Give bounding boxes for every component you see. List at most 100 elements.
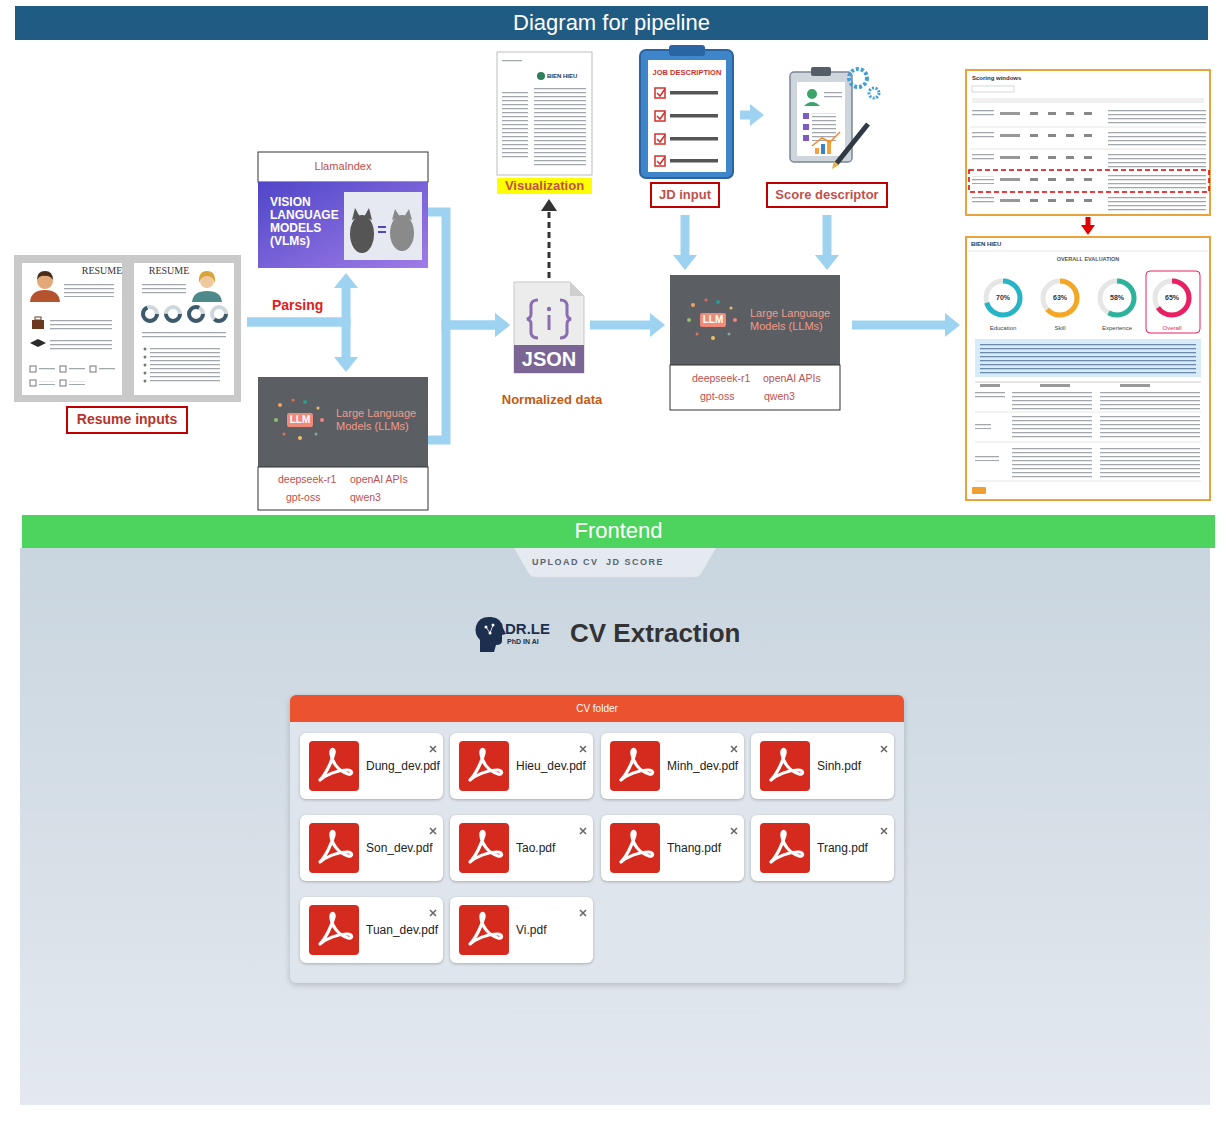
clipboard-illustration [648, 60, 726, 172]
node-text: Tao.pdf [516, 841, 590, 855]
node-text: qwen3 [350, 491, 400, 504]
scoring-window-screenshot [1066, 134, 1074, 137]
node-text: Sinh.pdf [817, 759, 891, 773]
close-mark [580, 828, 586, 834]
resume-illustration [166, 307, 180, 321]
pdf-icon [760, 741, 810, 791]
resume-illustration [64, 283, 114, 297]
file-tile: Hieu_dev.pdf [450, 733, 593, 799]
node-text: deepseek-r1 [278, 473, 344, 486]
vlm-illustration [390, 215, 414, 251]
clipboard-illustration [670, 159, 718, 163]
scoring-window-screenshot [972, 132, 994, 140]
file-tile: Trang.pdf [751, 815, 894, 881]
score-illustration [812, 113, 836, 141]
clipboard-illustration [655, 111, 665, 121]
evaluation-screenshot [1100, 446, 1200, 478]
file-tile: Dung_dev.pdf [300, 733, 443, 799]
connector [673, 215, 697, 270]
scoring-window-screenshot [1000, 199, 1020, 202]
node-text: gpt-oss [700, 390, 750, 403]
particles [730, 307, 733, 310]
scoring-window-screenshot [972, 176, 994, 184]
scoring-window-screenshot [1030, 199, 1038, 202]
file-tile: Sinh.pdf [751, 733, 894, 799]
clipboard-illustration [657, 157, 665, 164]
scoring-window-screenshot [1048, 134, 1056, 137]
cv-preview [497, 52, 592, 175]
vlm-illustration [378, 226, 386, 228]
particles [303, 400, 307, 404]
resume-illustration [60, 366, 66, 372]
pdf-icon [459, 823, 509, 873]
pdf-icon [610, 823, 660, 873]
resume-illustration [50, 338, 112, 350]
scoring-window-screenshot [1084, 199, 1092, 202]
scoring-window-screenshot [1084, 134, 1092, 137]
llm-box: LLMLarge Language Models (LLMs)deepseek-… [670, 275, 840, 410]
node-text: openAI APIs [350, 473, 420, 486]
resume-illustration [69, 381, 85, 385]
particles [733, 318, 737, 322]
connector-line [681, 215, 690, 261]
resume-illustration [150, 347, 220, 383]
node-text: Education [978, 325, 1028, 332]
particles [278, 403, 282, 407]
node-text: Vi.pdf [516, 923, 590, 937]
scoring-window-screenshot [1066, 199, 1074, 202]
node-text: Thang.pdf [667, 841, 741, 855]
particles [687, 318, 691, 322]
evaluation-screenshot [980, 343, 1196, 375]
resume-illustration [200, 274, 214, 288]
connector [740, 104, 764, 126]
resume-illustration [199, 271, 215, 283]
particles [283, 433, 286, 436]
evaluation-screenshot [1012, 416, 1092, 440]
evaluation-screenshot [975, 392, 1005, 398]
node-text: 58% [1102, 294, 1132, 302]
scoring-window-screenshot [1048, 199, 1056, 202]
scoring-window-screenshot [972, 195, 1206, 211]
node-text: Score descriptor [766, 182, 888, 208]
score-illustration [821, 144, 825, 154]
pdf-icon [309, 741, 359, 791]
node-text: Minh_dev.pdf [667, 759, 741, 773]
json-icon [570, 282, 584, 296]
node-text: JSON [514, 347, 584, 371]
node-text: Trang.pdf [817, 841, 891, 855]
resume-illustration [30, 339, 46, 347]
logo-icon [476, 617, 507, 652]
score-illustration [811, 67, 831, 76]
json-icon [514, 345, 584, 373]
resume-illustration [30, 290, 60, 302]
evaluation-screenshot [1012, 390, 1092, 410]
evaluation-screenshot [1100, 281, 1134, 315]
connector [815, 215, 839, 270]
arrow-head [334, 357, 358, 372]
resume-illustration [143, 307, 157, 321]
score-illustration [797, 82, 845, 156]
evaluation-screenshot [1155, 281, 1189, 315]
arrow-head [1081, 225, 1095, 235]
file-tile: Son_dev.pdf [300, 815, 443, 881]
resume-illustration [30, 366, 36, 372]
scoring-window-screenshot [972, 197, 994, 205]
llm-illustration [258, 377, 428, 467]
connector [247, 273, 358, 322]
evaluation-screenshot [975, 456, 999, 461]
evaluation-screenshot [1012, 446, 1092, 478]
connector [1081, 217, 1095, 235]
score-illustration [803, 113, 809, 119]
visualization-node: BIEN HIEUVisualization [497, 52, 592, 194]
resume-illustration [142, 332, 226, 340]
scoring-window-screenshot [969, 170, 1209, 192]
vlm-illustration [392, 209, 400, 220]
resume-illustration [69, 367, 85, 371]
node-text: 63% [1045, 294, 1075, 302]
score-illustration [790, 72, 852, 162]
clipboard-illustration [657, 89, 665, 96]
connector [541, 199, 557, 278]
close-mark [881, 746, 887, 752]
logo-icon [492, 624, 495, 627]
score-illustration [803, 124, 809, 130]
